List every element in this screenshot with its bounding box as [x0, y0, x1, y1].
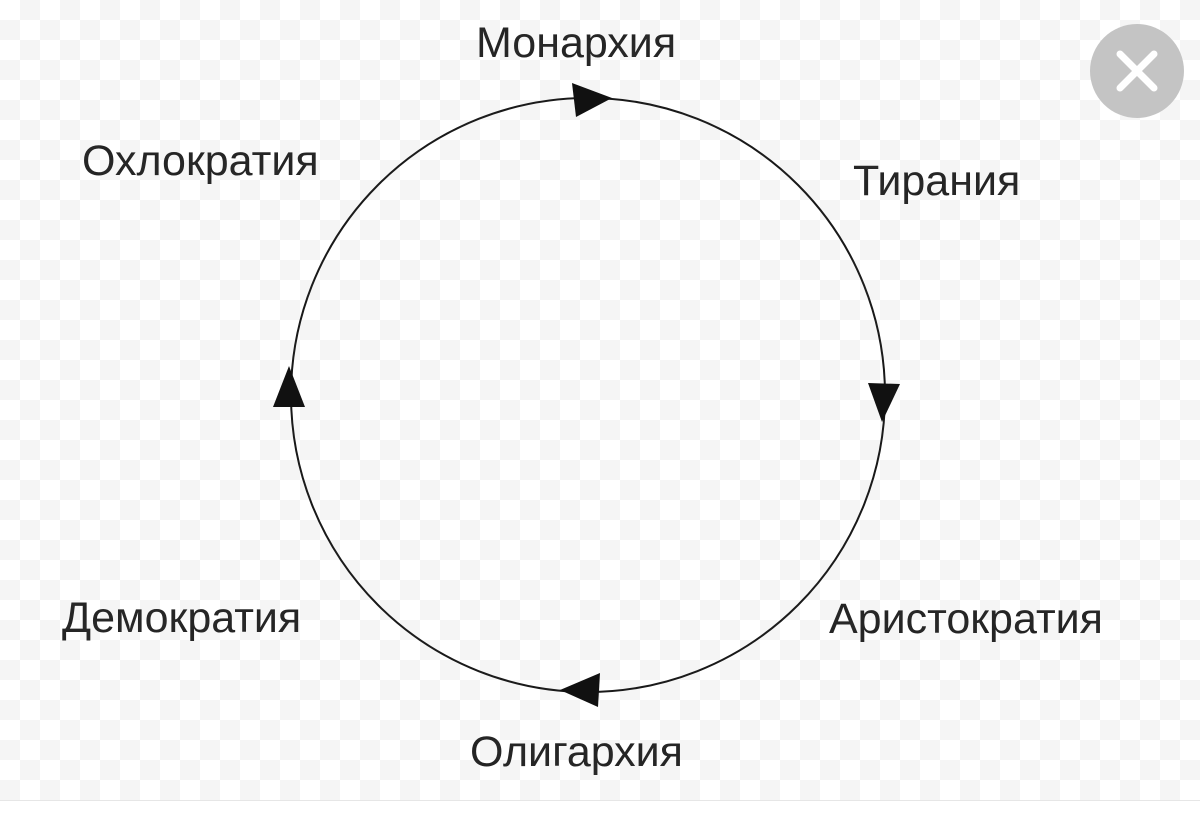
transparency-background [0, 0, 1200, 800]
node-oligarchy: Олигархия [470, 728, 683, 776]
arrow-right [868, 383, 900, 422]
close-icon [1116, 50, 1158, 92]
arrow-bottom [560, 673, 600, 707]
arrow-top [572, 83, 612, 117]
node-aristocracy: Аристократия [829, 595, 1103, 643]
cycle-circle [290, 97, 886, 693]
node-ochlocracy: Охлократия [82, 137, 319, 185]
arrow-left [273, 366, 305, 407]
viewer-bottom-strip [0, 800, 1200, 819]
node-monarchy: Монархия [476, 19, 677, 67]
node-tyranny: Тирания [853, 157, 1021, 205]
node-democracy: Демократия [62, 594, 302, 642]
close-button[interactable] [1090, 24, 1184, 118]
cycle-diagram [273, 83, 900, 707]
